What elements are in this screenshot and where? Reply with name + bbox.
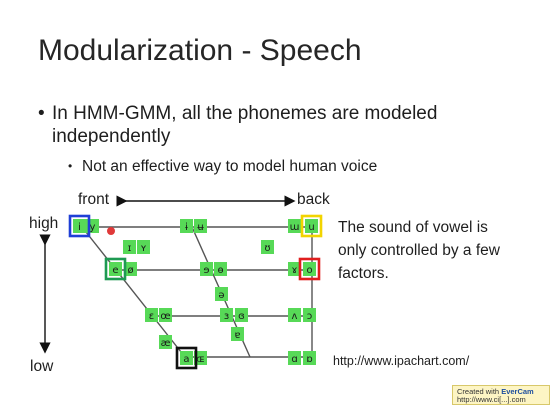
vowel-glyph-e: e (112, 265, 118, 276)
vowel-glyph-turned-script-a: ɒ (306, 354, 312, 365)
vowel-glyph-closed-rev-open-e: ɞ (238, 311, 245, 322)
sub-bullet-text: Not an effective way to model human voic… (82, 158, 378, 175)
vowel-glyph-script-a: ɑ (291, 354, 297, 365)
vowel-box-turned-a: ɐ (231, 327, 244, 341)
vowel-glyph-open-o: ɔ (307, 311, 313, 322)
vowel-box-open-o: ɔ (303, 308, 316, 322)
back-label: back (297, 191, 330, 208)
bullet-marker: • (38, 103, 45, 124)
vowel-box-u: u (305, 219, 318, 233)
highlight-a (175, 346, 198, 370)
vowel-box-barred-u: ʉ (194, 219, 207, 233)
vowel-glyph-turned-v: ʌ (292, 311, 298, 322)
vowel-glyph-y: y (90, 222, 96, 233)
vowel-glyph-barred-u: ʉ (197, 222, 204, 233)
vowel-box-reversed-e: ɘ (200, 262, 213, 276)
vowel-box-oe: œ (159, 308, 172, 322)
watermark-line1: Created with EverCam (457, 387, 534, 396)
vowel-glyph-upsilon: ʊ (264, 243, 270, 254)
vowel-box-script-a: ɑ (288, 351, 301, 365)
vowel-glyph-turned-m: ɯ (290, 222, 300, 233)
highlight-o (298, 257, 321, 281)
vowel-box-small-cap-i: ɪ (123, 240, 136, 254)
sub-bullet-marker: • (68, 159, 73, 173)
vowel-glyph-small-cap-oe: ɶ (196, 354, 205, 365)
vowel-glyph-reversed-open-e: ɜ (224, 311, 229, 322)
vowel-glyph-oe: œ (160, 311, 170, 322)
vowel-box-closed-rev-open-e: ɞ (235, 308, 248, 322)
vowel-box-small-cap-y: ʏ (137, 240, 150, 254)
highlight-u (300, 214, 323, 238)
vowel-box-a: a (180, 351, 193, 365)
vowel-box-turned-script-a: ɒ (303, 351, 316, 365)
vowel-glyph-schwa: ə (218, 290, 224, 301)
vowel-box-barred-o: ɵ (214, 262, 227, 276)
vowel-box-reversed-open-e: ɜ (220, 308, 233, 322)
vowel-glyph-barred-i: ɨ (185, 222, 188, 233)
vowel-box-schwa: ə (215, 287, 228, 301)
vowel-trapezoid (81, 226, 313, 358)
vowel-glyph-rams-horn: ɤ (292, 265, 298, 276)
vowel-glyph-ae: æ (161, 338, 171, 349)
slide-title: Modularization - Speech (38, 34, 362, 67)
highlight-i (68, 214, 91, 238)
vowel-glyph-reversed-e: ɘ (203, 265, 209, 276)
vowel-box-turned-m: ɯ (288, 219, 301, 233)
vowel-box-i: i (73, 219, 86, 233)
vowel-glyph-u: u (308, 222, 314, 233)
watermark-line2: http://www.ci[...].com (457, 395, 526, 404)
vowel-box-upsilon: ʊ (261, 240, 274, 254)
vowel-box-ae: æ (159, 335, 172, 349)
high-label: high (29, 215, 59, 232)
vowel-glyph-i: i (78, 222, 81, 233)
low-label: low (30, 358, 54, 375)
vowel-highlights (68, 214, 323, 370)
vowel-glyph-o: o (306, 265, 312, 276)
vowel-box-turned-v: ʌ (288, 308, 301, 322)
cursor-dot (107, 227, 115, 235)
vowel-box-open-e: ɛ (145, 308, 158, 322)
vowel-description: The sound of vowel is only controlled by… (338, 219, 500, 282)
highlight-e (104, 257, 127, 281)
front-label: front (78, 191, 110, 208)
vowel-box-e: e (109, 262, 122, 276)
vowel-box-o: o (303, 262, 316, 276)
vowel-glyph-barred-o: ɵ (217, 265, 223, 276)
vowel-box-barred-i: ɨ (180, 219, 193, 233)
evercam-watermark[interactable]: Created with EverCam http://www.ci[...].… (452, 385, 550, 405)
vowel-glyph-a: a (183, 354, 189, 365)
vowel-glyph-slashed-o: ø (127, 265, 133, 276)
source-url[interactable]: http://www.ipachart.com/ (333, 354, 470, 368)
vowel-box-slashed-o: ø (124, 262, 137, 276)
vowel-glyph-small-cap-i: ɪ (128, 243, 132, 254)
vowel-glyph-open-e: ɛ (149, 311, 154, 322)
vowel-box-rams-horn: ɤ (288, 262, 301, 276)
vowel-glyph-turned-a: ɐ (234, 330, 240, 341)
bullet-text: In HMM-GMM, all the phonemes are modeled… (52, 103, 438, 147)
vowel-glyph-small-cap-y: ʏ (140, 243, 146, 254)
